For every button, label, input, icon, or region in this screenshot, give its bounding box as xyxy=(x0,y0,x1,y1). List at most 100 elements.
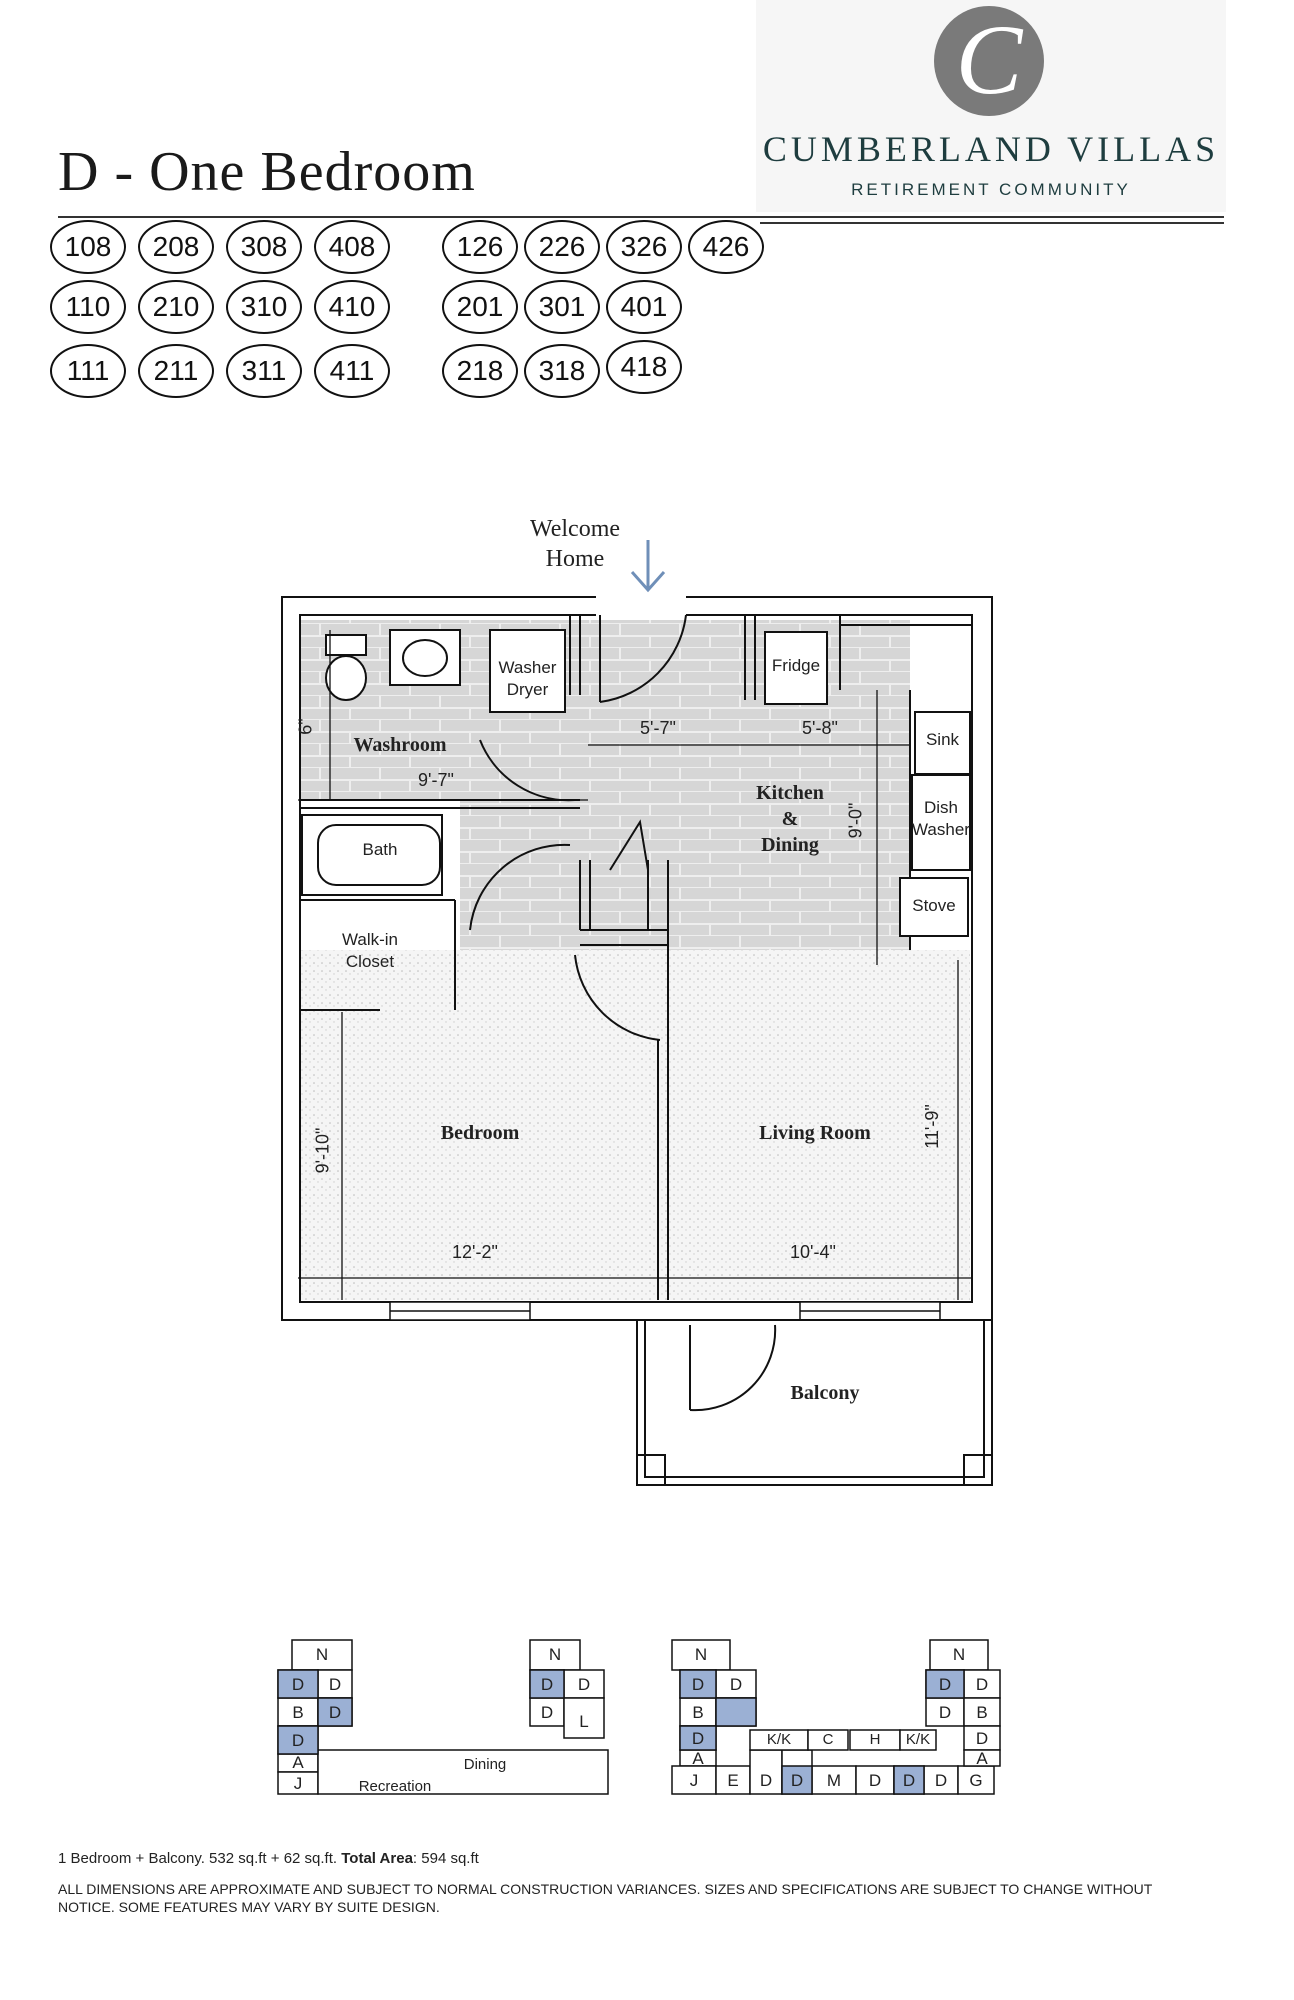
keyplan-unit: D xyxy=(328,1703,342,1722)
unit-number: 311 xyxy=(226,344,302,398)
dimension-label: 12'-2" xyxy=(452,1242,498,1262)
page-title: D - One Bedroom xyxy=(58,141,476,203)
fixture-label-bath: Bath xyxy=(362,840,398,859)
unit-number: 308 xyxy=(226,220,302,274)
unit-number: 208 xyxy=(138,220,214,274)
room-label-kitchen: & xyxy=(781,808,799,830)
unit-number: 410 xyxy=(314,280,390,334)
keyplan-unit: D xyxy=(691,1729,705,1748)
dimension-label: 5'-7" xyxy=(640,718,676,738)
stove-unit xyxy=(899,877,969,937)
entry-label: Home xyxy=(545,546,605,572)
keyplan-unit: D xyxy=(938,1675,952,1694)
area-label: Total Area xyxy=(341,1850,413,1867)
unit-number: 418 xyxy=(606,340,682,394)
unit-number: 108 xyxy=(50,220,126,274)
keyplan-unit: J xyxy=(293,1774,303,1793)
entry-opening xyxy=(596,592,686,618)
keyplan-unit: K/K xyxy=(905,1731,931,1748)
room-label-washroom: Washroom xyxy=(353,734,447,756)
keyplan-unit: A xyxy=(692,1749,704,1768)
unit-number: 326 xyxy=(606,220,682,274)
logo-emblem xyxy=(934,6,1044,116)
keyplan-unit: D xyxy=(759,1771,773,1790)
logo-letter: C xyxy=(955,4,1023,115)
keyplan-unit: D xyxy=(975,1729,989,1748)
keyplan-unit: A xyxy=(292,1753,304,1772)
keyplan-unit: D xyxy=(691,1675,705,1694)
keyplan-room: Dining xyxy=(463,1756,507,1773)
unit-number: 318 xyxy=(524,344,600,398)
fridge-unit xyxy=(764,631,828,705)
keyplan-unit: A xyxy=(976,1749,988,1768)
fixture-label-dishwasher: Dish xyxy=(923,798,958,817)
dimension-label: 9'-10" xyxy=(312,1127,333,1174)
keyplan-unit: N xyxy=(952,1645,966,1664)
keyplan-unit: D xyxy=(577,1675,591,1694)
keyplan-unit: D xyxy=(868,1771,882,1790)
brand-tagline: RETIREMENT COMMUNITY xyxy=(851,180,1131,199)
keyplan-unit: D xyxy=(934,1771,948,1790)
keyplan-unit: L xyxy=(579,1712,589,1731)
keyplan-unit: D xyxy=(975,1675,989,1694)
room-label-bedroom: Bedroom xyxy=(440,1122,520,1144)
keyplan-room: Recreation xyxy=(358,1778,432,1795)
dimension-label: 6" xyxy=(295,718,316,735)
sink-unit xyxy=(914,711,971,775)
room-label-closet: Closet xyxy=(345,952,395,971)
unit-number: 411 xyxy=(314,344,390,398)
dimension-label: 9'-7" xyxy=(418,770,454,790)
unit-number: 110 xyxy=(50,280,126,334)
dimension-label: 9'-0" xyxy=(845,802,866,839)
keyplan-unit: D xyxy=(938,1703,952,1722)
keyplan-unit: D xyxy=(902,1771,916,1790)
fixture-label-fridge: Fridge xyxy=(771,656,821,675)
area-value: : 594 sq.ft xyxy=(412,1850,479,1867)
unit-number: 401 xyxy=(606,280,682,334)
fixture-label-dryer: Dryer xyxy=(506,680,549,699)
keyplan-unit: D xyxy=(790,1771,804,1790)
unit-number: 201 xyxy=(442,280,518,334)
keyplan-unit: M xyxy=(826,1771,842,1790)
entry-label: Welcome xyxy=(529,516,621,542)
fixture-label-sink: Sink xyxy=(925,730,960,749)
unit-number: 226 xyxy=(524,220,600,274)
fixture-label-dishwasher: Washer xyxy=(912,820,970,839)
title-rule xyxy=(58,216,1224,218)
unit-number: 211 xyxy=(138,344,214,398)
room-label-balcony: Balcony xyxy=(790,1382,860,1404)
living-bedroom-floor xyxy=(300,950,970,1300)
keyplan-unit: B xyxy=(292,1703,304,1722)
unit-number: 426 xyxy=(688,220,764,274)
keyplan-unit: J xyxy=(689,1771,699,1790)
hall-floor xyxy=(460,800,580,950)
fixture-label-washer: Washer xyxy=(498,658,557,677)
room-label-living-room: Living Room xyxy=(759,1122,871,1144)
dishwasher-unit xyxy=(911,774,971,871)
unit-number: 310 xyxy=(226,280,302,334)
dimension-label: 10'-4" xyxy=(790,1242,836,1262)
keyplan-unit: B xyxy=(976,1703,988,1722)
room-label-kitchen: Dining xyxy=(761,834,819,856)
brand-name: CUMBERLAND VILLAS xyxy=(762,129,1220,169)
washer-dryer-unit xyxy=(489,629,566,713)
keyplan-unit: K/K xyxy=(766,1731,792,1748)
unit-number: 218 xyxy=(442,344,518,398)
keyplan-unit: D xyxy=(291,1731,305,1750)
room-label-closet: Walk-in xyxy=(341,930,399,949)
title-rule-secondary xyxy=(760,222,1224,224)
keyplan-unit: H xyxy=(869,1731,881,1748)
area-prefix: 1 Bedroom + Balcony. 532 sq.ft + 62 sq.f… xyxy=(58,1850,338,1867)
unit-number: 301 xyxy=(524,280,600,334)
keyplan-unit: N xyxy=(694,1645,708,1664)
area-summary: 1 Bedroom + Balcony. 532 sq.ft + 62 sq.f… xyxy=(58,1850,479,1867)
keyplan-unit: E xyxy=(727,1771,739,1790)
disclaimer: ALL DIMENSIONS ARE APPROXIMATE AND SUBJE… xyxy=(58,1881,1153,1915)
keyplan-unit: D xyxy=(540,1703,554,1722)
unit-number: 408 xyxy=(314,220,390,274)
room-label-kitchen: Kitchen xyxy=(756,782,824,804)
keyplan-unit: B xyxy=(692,1703,704,1722)
dimension-label: 5'-8" xyxy=(802,718,838,738)
unit-number: 210 xyxy=(138,280,214,334)
